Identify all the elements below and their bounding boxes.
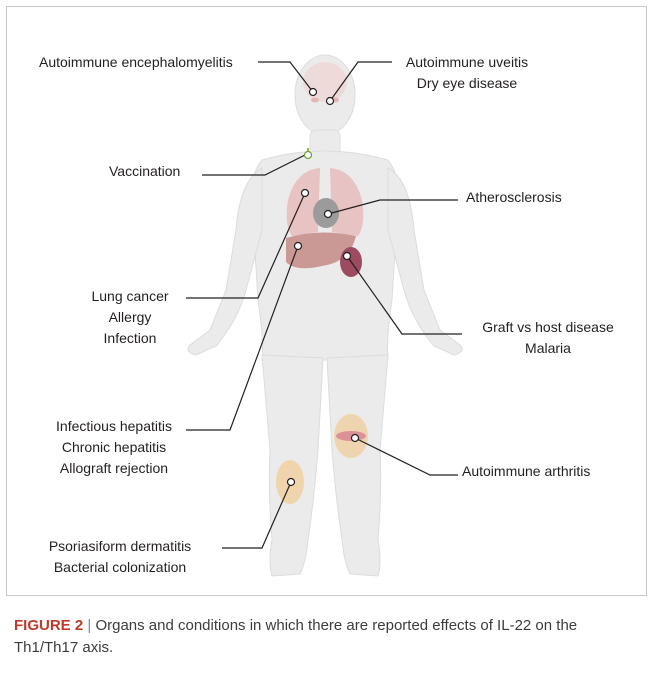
label-text: Autoimmune uveitis <box>398 52 536 73</box>
endpoint-skin <box>288 479 295 486</box>
left-arm-shape <box>188 168 262 355</box>
label-text: Malaria <box>466 338 630 359</box>
label-text: Dry eye disease <box>398 73 536 94</box>
label-text: Lung cancer <box>80 286 180 307</box>
label-text: Autoimmune arthritis <box>462 461 590 482</box>
endpoint-brain <box>310 89 317 96</box>
endpoint-heart <box>325 211 332 218</box>
endpoint-lung <box>302 190 309 197</box>
label-text: Vaccination <box>109 161 180 182</box>
label-encephalomyelitis: Autoimmune encephalomyelitis <box>39 52 233 73</box>
label-text: Infectious hepatitis <box>44 416 184 437</box>
label-uveitis: Autoimmune uveitis Dry eye disease <box>398 52 536 94</box>
caption-separator: | <box>87 617 91 634</box>
endpoint-eye <box>327 98 334 105</box>
label-hepatitis: Infectious hepatitis Chronic hepatitis A… <box>44 416 184 479</box>
figure-number: FIGURE 2 <box>14 617 83 634</box>
label-text: Allergy <box>80 307 180 328</box>
right-leg-shape <box>327 355 388 576</box>
label-text: Bacterial colonization <box>22 557 218 578</box>
label-text: Psoriasiform dermatitis <box>22 536 218 557</box>
label-lung: Lung cancer Allergy Infection <box>80 286 180 349</box>
endpoint-knee <box>352 435 359 442</box>
figure-caption: FIGURE 2 | Organs and conditions in whic… <box>14 615 639 659</box>
left-eye-icon <box>311 98 319 103</box>
caption-text: Organs and conditions in which there are… <box>14 617 577 656</box>
endpoint-liver <box>295 243 302 250</box>
right-arm-shape <box>388 168 462 355</box>
label-text: Atherosclerosis <box>466 187 562 208</box>
label-text: Allograft rejection <box>44 458 184 479</box>
knee-synovium-icon <box>336 431 366 441</box>
label-text: Chronic hepatitis <box>44 437 184 458</box>
label-arthritis: Autoimmune arthritis <box>462 461 590 482</box>
label-text: Autoimmune encephalomyelitis <box>39 52 233 73</box>
label-text: Graft vs host disease <box>466 317 630 338</box>
brain-icon <box>303 62 347 102</box>
label-dermatitis: Psoriasiform dermatitis Bacterial coloni… <box>22 536 218 578</box>
label-atherosclerosis: Atherosclerosis <box>466 187 562 208</box>
label-vaccination: Vaccination <box>109 161 180 182</box>
label-text: Infection <box>80 328 180 349</box>
endpoint-trachea <box>305 152 312 159</box>
endpoint-spleen <box>344 253 351 260</box>
human-body-silhouette <box>188 55 462 576</box>
label-graft: Graft vs host disease Malaria <box>466 317 630 359</box>
